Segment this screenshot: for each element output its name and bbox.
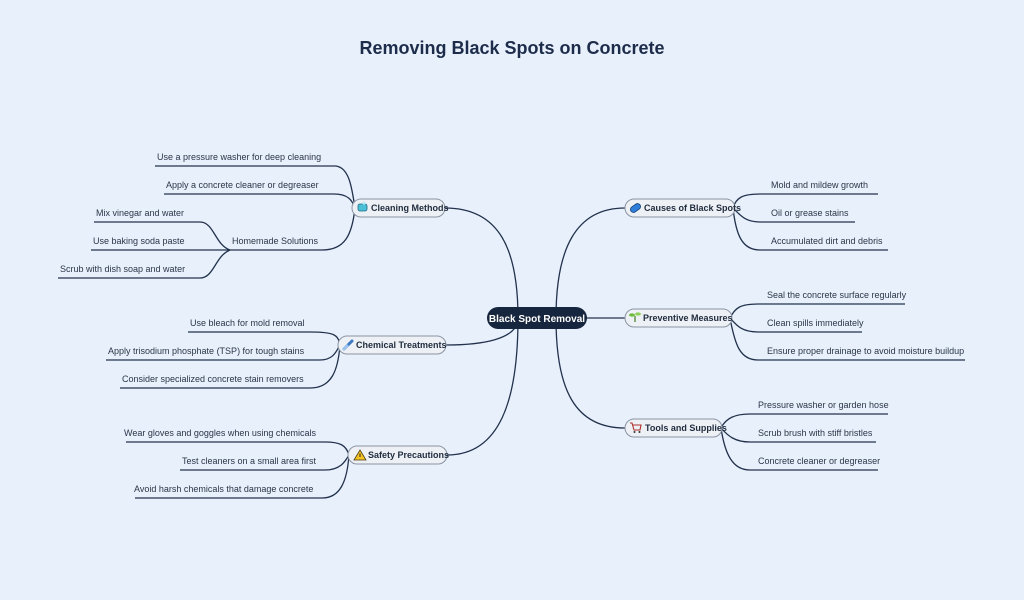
page-title: Removing Black Spots on Concrete: [359, 38, 665, 58]
edge-chemical-leaf-1: [309, 331, 341, 346]
branch-label-causes: Causes of Black Spots: [644, 203, 741, 213]
sub-branch-homemade: Homemade Solutions: [232, 236, 319, 246]
edge-safety: [446, 317, 519, 456]
leaf-tools-2: Scrub brush with stiff bristles: [758, 428, 873, 438]
leaf-causes-2: Oil or grease stains: [771, 208, 849, 218]
branch-safety[interactable]: Safety Precautions: [347, 445, 449, 465]
branch-label-tools: Tools and Supplies: [645, 423, 727, 433]
edge-preventive-leaf-2: [729, 317, 759, 333]
leaf-cleaning-2: Apply a concrete cleaner or degreaser: [166, 180, 319, 190]
leaf-preventive-2: Clean spills immediately: [767, 318, 864, 328]
pill-icon: [630, 203, 641, 213]
warning-icon: [353, 449, 367, 461]
edge-tools-leaf-2: [720, 427, 751, 443]
leaf-causes-3: Accumulated dirt and debris: [771, 236, 883, 246]
edge-tools-leaf-3: [720, 427, 751, 471]
branch-label-safety: Safety Precautions: [368, 450, 449, 460]
leaf-causes-1: Mold and mildew growth: [771, 180, 868, 190]
branch-cleaning[interactable]: Cleaning Methods: [351, 198, 449, 218]
center-label: Black Spot Removal: [489, 314, 585, 325]
center-node[interactable]: Black Spot Removal: [487, 307, 587, 329]
edge-chemical-leaf-3: [309, 344, 341, 389]
edge-causes: [555, 207, 626, 319]
leaf-preventive-1: Seal the concrete surface regularly: [767, 290, 907, 300]
branch-causes[interactable]: Causes of Black Spots: [624, 198, 741, 218]
leaf-preventive-3: Ensure proper drainage to avoid moisture…: [767, 346, 964, 356]
edge-safety-leaf-1: [324, 441, 350, 456]
leaf-homemade-1: Mix vinegar and water: [96, 208, 184, 218]
branch-label-chemical: Chemical Treatments: [356, 340, 447, 350]
soap-icon: [357, 201, 368, 212]
leaf-homemade-2: Use baking soda paste: [93, 236, 185, 246]
branch-label-cleaning: Cleaning Methods: [371, 203, 449, 213]
branch-label-preventive: Preventive Measures: [643, 313, 733, 323]
sprout-icon: [629, 312, 641, 322]
edge-causes-leaf-3: [732, 207, 761, 251]
edge-preventive-leaf-1: [729, 303, 759, 319]
leaf-chemical-1: Use bleach for mold removal: [190, 318, 305, 328]
leaf-chemical-3: Consider specialized concrete stain remo…: [122, 374, 304, 384]
leaf-safety-2: Test cleaners on a small area first: [182, 456, 317, 466]
leaf-chemical-2: Apply trisodium phosphate (TSP) for toug…: [108, 346, 305, 356]
leaf-homemade-3: Scrub with dish soap and water: [60, 264, 185, 274]
edge-chemical-leaf-2: [319, 344, 341, 361]
edge-preventive-leaf-3: [729, 317, 759, 361]
test-tube-icon: [342, 339, 354, 351]
edge-cleaning-sub: [321, 207, 356, 251]
edge-cleaning: [444, 207, 519, 319]
leaf-safety-1: Wear gloves and goggles when using chemi…: [124, 428, 316, 438]
branch-preventive[interactable]: Preventive Measures: [624, 308, 733, 328]
edge-homemade-3: [199, 249, 231, 279]
edge-homemade-1: [199, 221, 231, 251]
branch-tools[interactable]: Tools and Supplies: [624, 418, 727, 438]
cart-icon: [630, 422, 642, 433]
edge-safety-leaf-3: [321, 454, 350, 499]
branch-chemical[interactable]: Chemical Treatments: [337, 335, 447, 355]
leaf-tools-3: Concrete cleaner or degreaser: [758, 456, 880, 466]
edge-safety-leaf-2: [324, 454, 350, 471]
leaf-tools-1: Pressure washer or garden hose: [758, 400, 889, 410]
leaf-cleaning-1: Use a pressure washer for deep cleaning: [157, 152, 321, 162]
leaf-safety-3: Avoid harsh chemicals that damage concre…: [134, 484, 313, 494]
edge-tools: [555, 317, 626, 429]
edge-tools-leaf-1: [720, 413, 751, 429]
